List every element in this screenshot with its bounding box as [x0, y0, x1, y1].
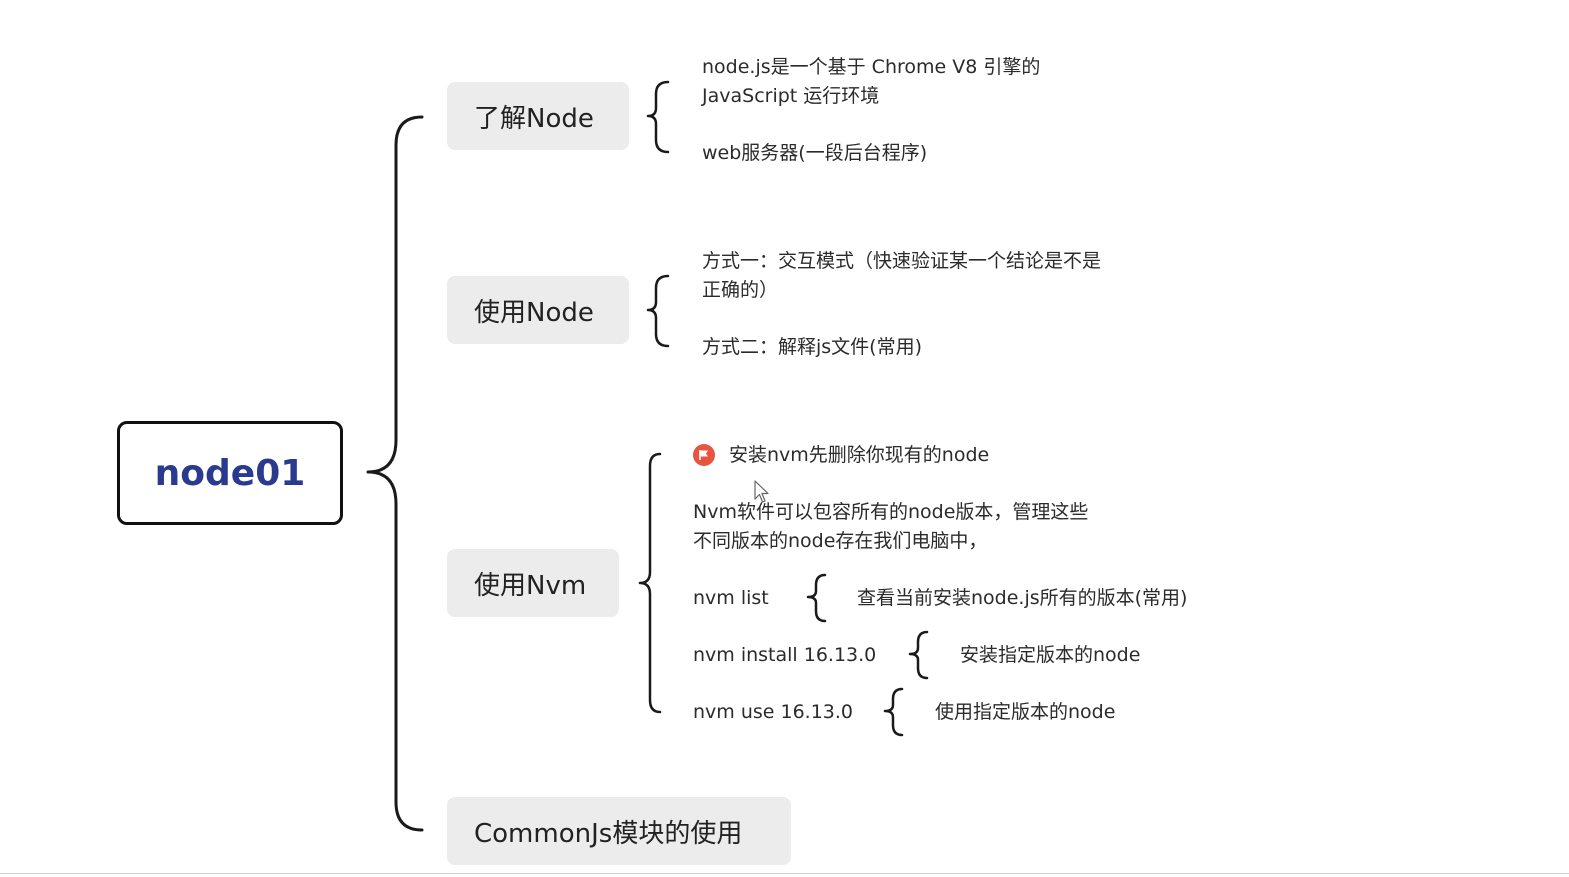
command-nvm-install[interactable]: nvm install 16.13.0	[693, 644, 877, 666]
leaf-mode-two[interactable]: 方式二：解释js文件(常用)	[702, 336, 923, 358]
root-node[interactable]: node01	[117, 421, 343, 525]
flag-icon	[693, 444, 715, 466]
leaf-install-nvm[interactable]: 安装nvm先删除你现有的node	[729, 444, 990, 466]
topic-label: 使用Nvm	[474, 570, 587, 601]
command-nvm-use[interactable]: nvm use 16.13.0	[693, 701, 854, 723]
bottom-divider	[0, 873, 1569, 874]
topic-label: 使用Node	[474, 297, 594, 328]
command-nvm-use-description[interactable]: 使用指定版本的node	[935, 701, 1116, 723]
topic-label: 了解Node	[474, 103, 594, 134]
root-brace	[366, 115, 424, 832]
leaf-mode-one[interactable]: 方式一：交互模式（快速验证某一个结论是不是 正确的）	[702, 250, 1102, 301]
topic3-brace	[638, 452, 662, 714]
topic-learn-node[interactable]: 了解Node	[447, 82, 629, 150]
leaf-nvm-description[interactable]: Nvm软件可以包容所有的node版本，管理这些 不同版本的node存在我们电脑中…	[693, 501, 1089, 552]
cmd1-brace	[806, 573, 827, 623]
command-nvm-list[interactable]: nvm list	[693, 587, 769, 609]
topic-use-node[interactable]: 使用Node	[447, 276, 629, 344]
command-nvm-install-description[interactable]: 安装指定版本的node	[960, 644, 1141, 666]
topic-use-nvm[interactable]: 使用Nvm	[447, 549, 619, 617]
topic2-brace	[646, 274, 670, 348]
cmd3-brace	[883, 687, 904, 737]
topic-commonjs[interactable]: CommonJs模块的使用	[447, 797, 791, 865]
command-nvm-list-description[interactable]: 查看当前安装node.js所有的版本(常用)	[857, 587, 1188, 609]
mouse-cursor-icon	[754, 480, 769, 503]
cmd2-brace	[908, 630, 929, 680]
leaf-web-server[interactable]: web服务器(一段后台程序)	[702, 142, 928, 164]
leaf-node-definition[interactable]: node.js是一个基于 Chrome V8 引擎的 JavaScript 运行…	[702, 56, 1041, 107]
root-label: node01	[154, 452, 306, 494]
topic-label: CommonJs模块的使用	[474, 818, 743, 849]
topic1-brace	[646, 80, 670, 154]
